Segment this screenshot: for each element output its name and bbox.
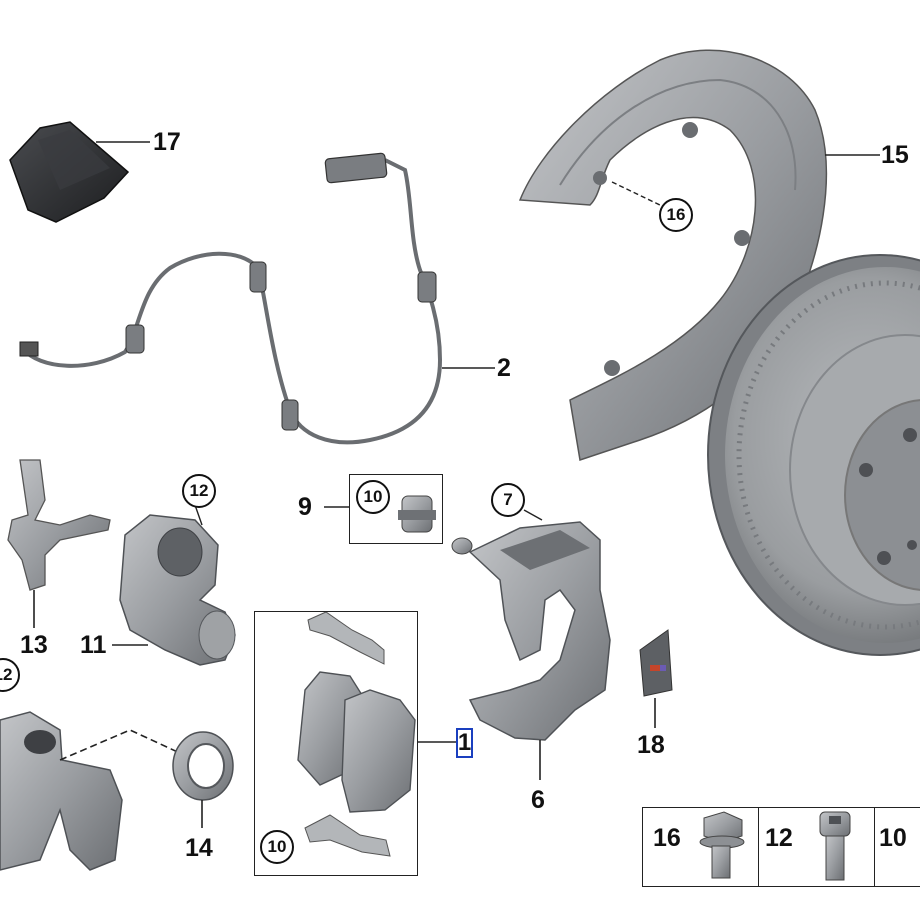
callout-9[interactable]: 9 [298,493,312,521]
callout-1-selected[interactable]: 1 [456,728,473,758]
callout-6[interactable]: 6 [531,786,545,814]
leader-12a [194,504,203,526]
fastener-cell-16[interactable]: 16 [643,808,759,886]
fastener-label-10: 10 [879,824,907,852]
brake-pad-set [297,611,416,857]
sealing-ring [172,731,234,801]
callout-13[interactable]: 13 [20,631,48,659]
group-box-1 [254,611,418,876]
fastener-cell-12[interactable]: 12 [759,808,875,886]
grease-packet [9,121,130,223]
callout-18[interactable]: 18 [637,731,665,759]
callout-15[interactable]: 15 [881,141,909,169]
warning-label [639,629,673,697]
assembly-line [59,729,196,761]
callout-10-in-box-9[interactable]: 10 [356,480,390,514]
brake-caliper-housing [0,711,123,871]
callout-16[interactable]: 16 [659,198,693,232]
callout-11[interactable]: 11 [80,631,107,659]
callout-12-motor[interactable]: 12 [182,474,216,508]
fastener-label-16: 16 [653,824,681,852]
leader-7 [523,509,543,521]
cable-bracket [7,459,111,591]
brake-disc [707,254,920,656]
callout-17[interactable]: 17 [153,128,181,156]
callout-7[interactable]: 7 [491,483,525,517]
leader-16 [611,181,663,207]
callout-2[interactable]: 2 [497,354,511,382]
fastener-label-12: 12 [765,824,793,852]
fastener-cell-10[interactable]: 10 [875,808,920,886]
guide-bushing [398,495,473,555]
flange-bolt-icon [699,811,745,879]
callout-10-in-box-1[interactable]: 10 [260,830,294,864]
caliper-carrier [468,521,611,741]
brake-wear-sensor [19,152,443,445]
socket-cap-screw-icon [819,811,851,881]
fastener-table: 16 12 10 [642,807,920,887]
parking-brake-motor [119,514,236,666]
callout-14[interactable]: 14 [185,834,213,862]
group-box-9 [349,474,443,544]
